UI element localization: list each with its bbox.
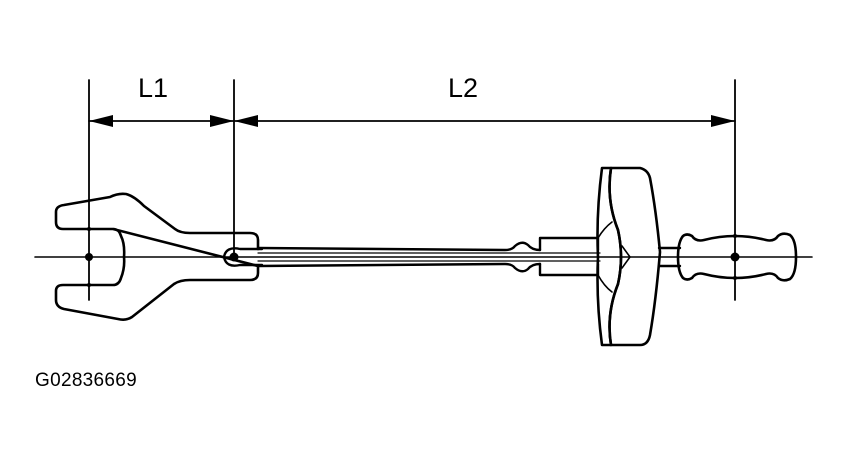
dimension-l1 — [88, 115, 235, 127]
arrowhead-left-icon — [89, 115, 113, 127]
handle-grip — [676, 232, 798, 282]
dimension-label-l1: L1 — [138, 73, 169, 103]
scale-head — [596, 166, 662, 347]
arrowhead-left-icon — [234, 115, 258, 127]
wrench-shaft — [256, 241, 601, 273]
arrowhead-right-icon — [210, 115, 234, 127]
arrowhead-right-icon — [711, 115, 735, 127]
handle-neck — [657, 246, 682, 268]
dimension-label-l2: L2 — [448, 73, 479, 103]
dimension-l2 — [233, 115, 736, 127]
pivot-center-point — [229, 252, 239, 262]
adapter-center-point — [85, 253, 93, 261]
figure-id: G02836669 — [35, 370, 138, 391]
grip-center-point — [730, 252, 740, 262]
adapter-wrench — [54, 192, 264, 321]
